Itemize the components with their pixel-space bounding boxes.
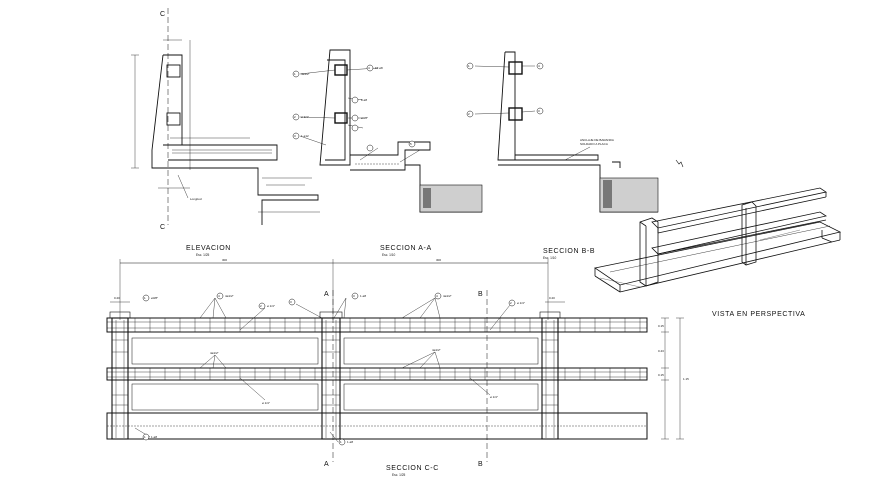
section-bb-callouts (466, 62, 544, 118)
section-aa-view (299, 49, 483, 213)
cc-callout-stirrup-b: ø 1/4" (517, 301, 525, 305)
cc-callout-num-2b: 2 (510, 301, 512, 305)
section-b-bottom-marker: B (478, 461, 483, 468)
cc-callout-num-1a: 1 (144, 296, 146, 300)
elevacion-title: ELEVACION (186, 245, 231, 252)
aa-callout-bar-3: 10 ø8 (375, 66, 383, 70)
cc-callout-bar-1b: 1 ø8 (360, 294, 366, 298)
seccion-cc-scale: Esc. 1/25 (392, 473, 406, 477)
elevation-longitud-label: Longitud (190, 197, 202, 201)
elevacion-scale: Esc. 1/25 (196, 253, 210, 257)
cc-callout-bar-1d: 1 ø8 (347, 440, 353, 444)
cc-callout-bar-1c: 1 ø8 (151, 435, 157, 439)
seccion-aa-scale: Esc. 1/10 (382, 253, 396, 257)
cc-callout-rod: ø3/8" (151, 296, 158, 300)
section-bb-view (474, 51, 659, 213)
aa-callout-rod: ø3/8" (361, 116, 368, 120)
cc-callout-bars-mid-b: 4ø1/2" (432, 348, 441, 352)
dim-post-left: 0.20 (114, 296, 120, 300)
section-b-top-marker: B (478, 291, 483, 298)
bb-callout-num-3: 3 (538, 109, 540, 113)
cc-callout-num-1c: 1 (144, 435, 146, 439)
seccion-cc-view (106, 259, 684, 462)
section-c-bottom-marker: C (160, 224, 165, 231)
dim-right-total: 1.15 (683, 377, 689, 381)
dim-right-3: 0.15 (658, 373, 664, 377)
aa-callout-stirrup: ø 1/4" (301, 115, 309, 119)
aa-callout-bars: 4ø1/2" (301, 72, 310, 76)
seccion-bb-scale: Esc. 1/10 (543, 256, 557, 260)
dim-span-left: 300 (222, 258, 227, 262)
dim-right-1: 0.15 (658, 324, 664, 328)
cc-callout-stirrup-a: ø 1/4" (267, 304, 275, 308)
dim-right-2: 0.43 (658, 349, 664, 353)
dim-post-right: 0.20 (549, 296, 555, 300)
section-aa-callouts (292, 64, 416, 152)
aa-callout-num-4: 4 (368, 66, 370, 70)
cc-callout-num-1d: 1 (340, 440, 342, 444)
seccion-aa-title: SECCION A-A (380, 245, 432, 252)
cc-callout-stirrup-d: ø 1/4" (490, 395, 498, 399)
section-a-bottom-marker: A (324, 461, 329, 468)
bb-callout-num-1: 1 (468, 64, 470, 68)
cc-callout-bars-a: 4ø1/2" (225, 294, 234, 298)
cc-callout-num-2a: 2 (260, 304, 262, 308)
seccion-cc-callouts (142, 292, 516, 446)
section-a-top-marker: A (324, 291, 329, 298)
seccion-cc-title: SECCION C-C (386, 465, 439, 472)
aa-callout-num-5: 5 (410, 142, 412, 146)
dim-span-right: 300 (436, 258, 441, 262)
cc-callout-bars-b: 4ø1/2" (443, 294, 452, 298)
cc-callout-num-3a: 3 (290, 300, 292, 304)
elevation-view (131, 8, 320, 225)
cc-callout-num-4b: 4 (436, 294, 438, 298)
cc-callout-num-4a: 4 (218, 294, 220, 298)
perspective-view (593, 187, 842, 293)
cc-callout-num-3b: 3 (353, 294, 355, 298)
section-c-top-marker: C (160, 11, 165, 18)
bb-callout-num-4: 4 (538, 64, 540, 68)
aa-callout-bar-2: 1 ø12 (301, 134, 309, 138)
cc-callout-bars-mid-a: 4ø1/2" (210, 351, 219, 355)
cc-callout-stirrup-c: ø 1/4" (262, 401, 270, 405)
aa-callout-num-3: 3 (294, 134, 296, 138)
vista-perspectiva-title: VISTA EN PERSPECTIVA (712, 311, 805, 318)
scribble-mark (675, 159, 684, 168)
bb-anchor-label-2: SOLDADO A PLACA (580, 142, 608, 146)
bb-anchor-label: ANCLAJE DE BARANDA (580, 138, 614, 142)
aa-callout-num-1: 1 (294, 72, 296, 76)
bb-callout-num-2: 2 (468, 112, 470, 116)
aa-callout-bar-1: 1 ø8 (361, 98, 367, 102)
aa-callout-num-2: 2 (294, 115, 296, 119)
seccion-bb-title: SECCION B-B (543, 248, 595, 255)
